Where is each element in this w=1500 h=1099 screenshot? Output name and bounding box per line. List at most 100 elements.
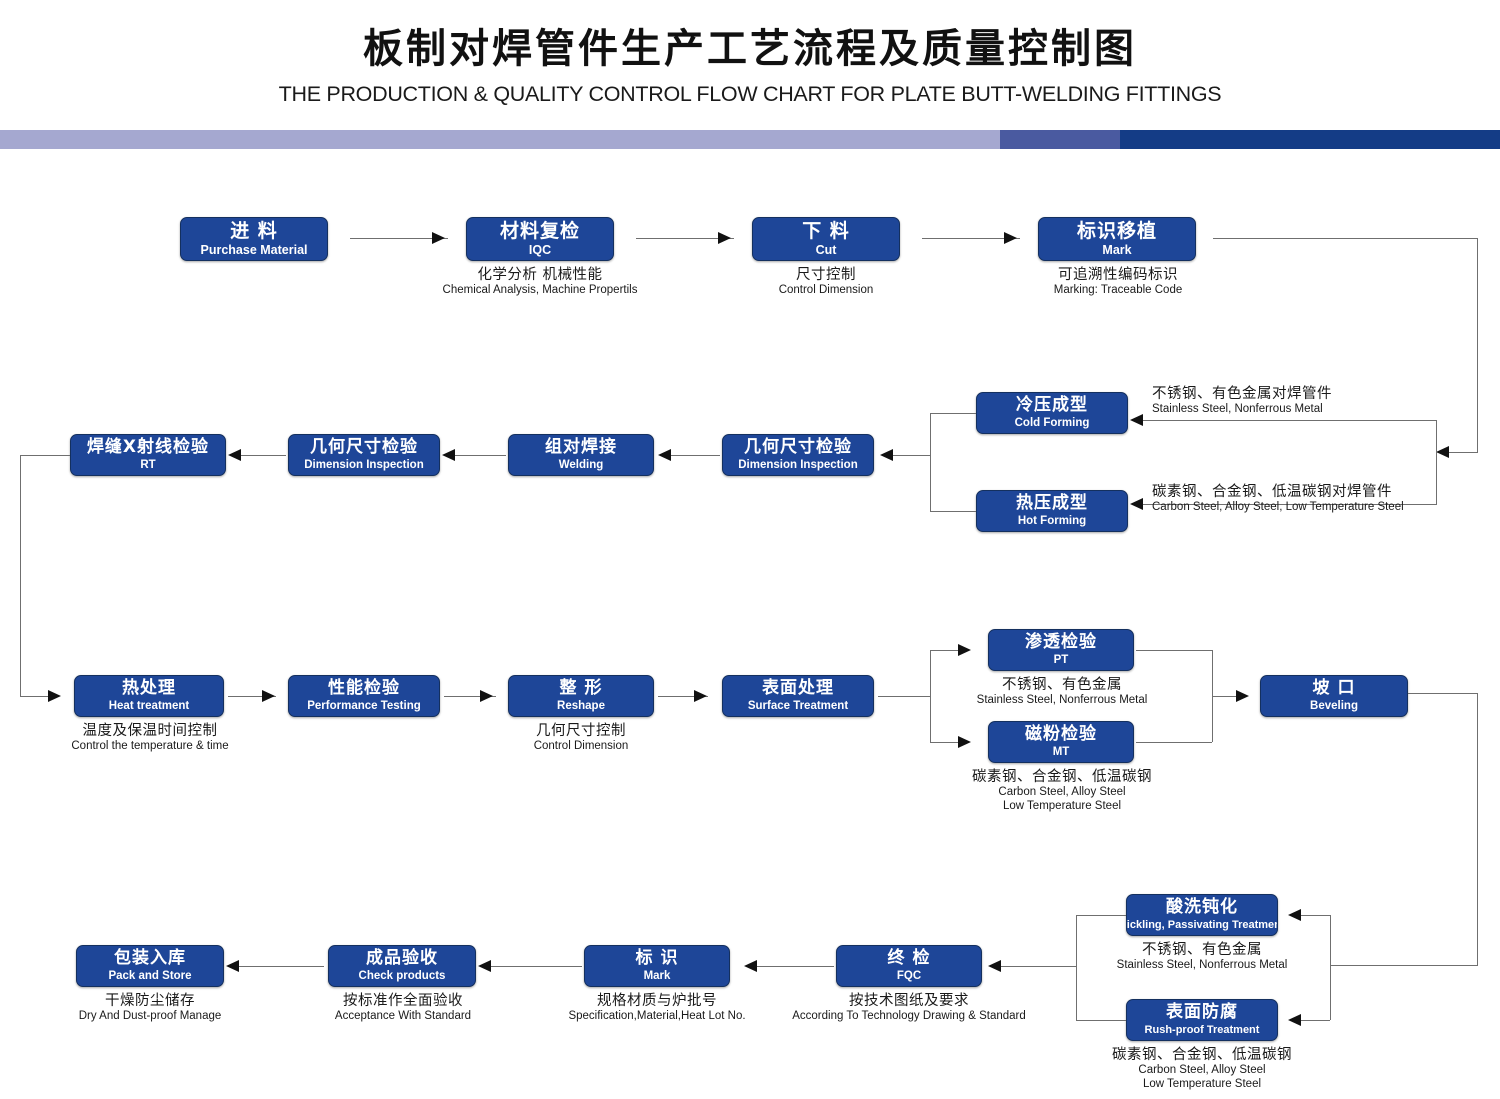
caption-line-cn: 按技术图纸及要求 bbox=[849, 993, 969, 1009]
caption-line-en: Control Dimension bbox=[778, 284, 874, 297]
node-label-cn: 热处理 bbox=[122, 678, 176, 698]
arrow-into-cold-forming bbox=[1130, 414, 1143, 426]
caption-line-en: Control Dimension bbox=[533, 740, 629, 753]
arrow-dim2-to-rt bbox=[228, 449, 241, 461]
node-pickling-passivating[interactable]: 酸洗钝化 Pickling, Passivating Treatment bbox=[1126, 894, 1278, 936]
caption-line-en: Marking: Traceable Code bbox=[1053, 284, 1183, 297]
arrow-fqc-to-mark2 bbox=[744, 960, 757, 972]
caption-line-cn: 温度及保温时间控制 bbox=[82, 723, 218, 739]
node-label-en: Heat treatment bbox=[108, 700, 190, 712]
node-label-cn: 性能检验 bbox=[328, 678, 400, 698]
node-reshape[interactable]: 整 形 Reshape bbox=[508, 675, 654, 717]
caption-line-cn: 化学分析 机械性能 bbox=[477, 267, 603, 283]
node-label-en: Mark bbox=[1102, 243, 1132, 257]
node-label-en: Check products bbox=[358, 970, 446, 982]
node-label-cn: 表面防腐 bbox=[1166, 1002, 1238, 1022]
connector-rt-down bbox=[20, 455, 21, 696]
caption-cold-forming: 不锈钢、有色金属对焊管件 Stainless Steel, Nonferrous… bbox=[1152, 386, 1500, 417]
caption-check-products: 按标准作全面验收 Acceptance With Standard bbox=[298, 993, 508, 1024]
page-title-chinese: 板制对焊管件生产工艺流程及质量控制图 bbox=[363, 26, 1137, 72]
node-label-en: Dimension Inspection bbox=[304, 459, 424, 471]
node-label-cn: 渗透检验 bbox=[1025, 632, 1097, 652]
node-dimension-inspection-1[interactable]: 几何尺寸检验 Dimension Inspection bbox=[722, 434, 874, 476]
connector-surface-out bbox=[878, 696, 930, 697]
node-check-products[interactable]: 成品验收 Check products bbox=[328, 945, 476, 987]
header-rule-segment-light bbox=[0, 130, 1000, 149]
header-rule-segment-mid bbox=[1000, 130, 1120, 149]
node-surface-treatment[interactable]: 表面处理 Surface Treatment bbox=[722, 675, 874, 717]
node-label-cn: 下 料 bbox=[802, 220, 850, 242]
caption-line-en: Acceptance With Standard bbox=[334, 1010, 472, 1023]
node-performance-testing[interactable]: 性能检验 Performance Testing bbox=[288, 675, 440, 717]
caption-line-en: Control the temperature & time bbox=[71, 740, 229, 753]
arrow-ndt-to-bevel bbox=[1236, 690, 1249, 702]
caption-pt: 不锈钢、有色金属 Stainless Steel, Nonferrous Met… bbox=[966, 677, 1158, 708]
node-label-cn: 组对焊接 bbox=[545, 437, 617, 457]
caption-line-cn: 碳素钢、合金钢、低温碳钢对焊管件 bbox=[1152, 484, 1392, 500]
node-label-en: PT bbox=[1053, 654, 1069, 666]
node-mark-transplant[interactable]: 标识移植 Mark bbox=[1038, 217, 1196, 261]
node-label-en: Performance Testing bbox=[307, 700, 421, 712]
node-pack-and-store[interactable]: 包装入库 Pack and Store bbox=[76, 945, 224, 987]
caption-line-en: Stainless Steel, Nonferrous Metal bbox=[976, 694, 1148, 707]
connector-rt-to-heat bbox=[20, 696, 54, 697]
node-label-en: Cold Forming bbox=[1014, 417, 1090, 429]
node-mt-inspection[interactable]: 磁粉检验 MT bbox=[988, 721, 1134, 763]
node-cold-forming[interactable]: 冷压成型 Cold Forming bbox=[976, 392, 1128, 434]
node-pt-inspection[interactable]: 渗透检验 PT bbox=[988, 629, 1134, 671]
connector-mark-down bbox=[1477, 238, 1478, 452]
node-purchase-material[interactable]: 进 料 Purchase Material bbox=[180, 217, 328, 261]
connector-purchase-to-iqc bbox=[350, 238, 448, 239]
arrow-perf-to-reshape bbox=[480, 690, 493, 702]
arrow-into-mt bbox=[958, 736, 971, 748]
node-label-en: FQC bbox=[896, 970, 922, 982]
node-beveling[interactable]: 坡 口 Beveling bbox=[1260, 675, 1408, 717]
node-label-cn: 几何尺寸检验 bbox=[310, 437, 418, 457]
node-rushproof-treatment[interactable]: 表面防腐 Rush-proof Treatment bbox=[1126, 999, 1278, 1041]
node-label-en: Rush-proof Treatment bbox=[1144, 1024, 1260, 1036]
node-label-cn: 表面处理 bbox=[762, 678, 834, 698]
node-cut[interactable]: 下 料 Cut bbox=[752, 217, 900, 261]
node-hot-forming[interactable]: 热压成型 Hot Forming bbox=[976, 490, 1128, 532]
node-iqc[interactable]: 材料复检 IQC bbox=[466, 217, 614, 261]
connector-fqc-to-mark2 bbox=[754, 966, 834, 967]
node-dimension-inspection-2[interactable]: 几何尺寸检验 Dimension Inspection bbox=[288, 434, 440, 476]
caption-hot-forming: 碳素钢、合金钢、低温碳钢对焊管件 Carbon Steel, Alloy Ste… bbox=[1152, 484, 1500, 515]
caption-line-cn: 按标准作全面验收 bbox=[343, 993, 463, 1009]
connector-dim1-to-welding bbox=[668, 455, 720, 456]
caption-line-en: Carbon Steel, Alloy Steel bbox=[1138, 1064, 1266, 1077]
node-fqc[interactable]: 终 检 FQC bbox=[836, 945, 982, 987]
caption-line-en: Specification,Material,Heat Lot No. bbox=[568, 1010, 746, 1023]
node-label-en: Welding bbox=[558, 459, 604, 471]
caption-line-en: Stainless Steel, Nonferrous Metal bbox=[1116, 959, 1288, 972]
node-rt-inspection[interactable]: 焊缝X射线检验 RT bbox=[70, 434, 226, 476]
connector-hot-merge bbox=[930, 511, 976, 512]
connector-split-to-rushproof bbox=[1300, 1020, 1330, 1021]
node-label-cn: 焊缝X射线检验 bbox=[86, 437, 210, 457]
node-mark-final[interactable]: 标 识 Mark bbox=[584, 945, 730, 987]
connector-cut-to-mark bbox=[922, 238, 1020, 239]
node-label-en: Pickling, Passivating Treatment bbox=[1126, 919, 1278, 931]
caption-mark-transplant: 可追溯性编码标识 Marking: Traceable Code bbox=[990, 267, 1246, 298]
connector-mt-merge bbox=[1136, 742, 1212, 743]
caption-line-en-2: Low Temperature Steel bbox=[1002, 799, 1122, 812]
caption-line-en: Stainless Steel, Nonferrous Metal bbox=[1152, 403, 1323, 416]
connector-split-to-mt bbox=[930, 742, 962, 743]
connector-rt-left bbox=[20, 455, 70, 456]
node-heat-treatment[interactable]: 热处理 Heat treatment bbox=[74, 675, 224, 717]
caption-mt: 碳素钢、合金钢、低温碳钢 Carbon Steel, Alloy Steel L… bbox=[958, 769, 1166, 813]
connector-reshape-to-surface bbox=[658, 696, 708, 697]
connector-bevel-down bbox=[1477, 693, 1478, 965]
node-label-en: Pack and Store bbox=[108, 970, 192, 982]
node-label-en: RT bbox=[140, 459, 156, 471]
caption-line-en: Carbon Steel, Alloy Steel bbox=[998, 786, 1126, 799]
caption-line-en-2: Low Temperature Steel bbox=[1142, 1077, 1262, 1090]
node-label-en: MT bbox=[1052, 746, 1070, 758]
node-label-cn: 成品验收 bbox=[366, 948, 438, 968]
connector-heat-to-perf bbox=[228, 696, 276, 697]
caption-reshape: 几何尺寸控制 Control Dimension bbox=[470, 723, 692, 754]
arrow-purchase-to-iqc bbox=[432, 232, 445, 244]
node-welding[interactable]: 组对焊接 Welding bbox=[508, 434, 654, 476]
connector-bevel-right bbox=[1408, 693, 1478, 694]
arrow-mark2-to-check bbox=[478, 960, 491, 972]
